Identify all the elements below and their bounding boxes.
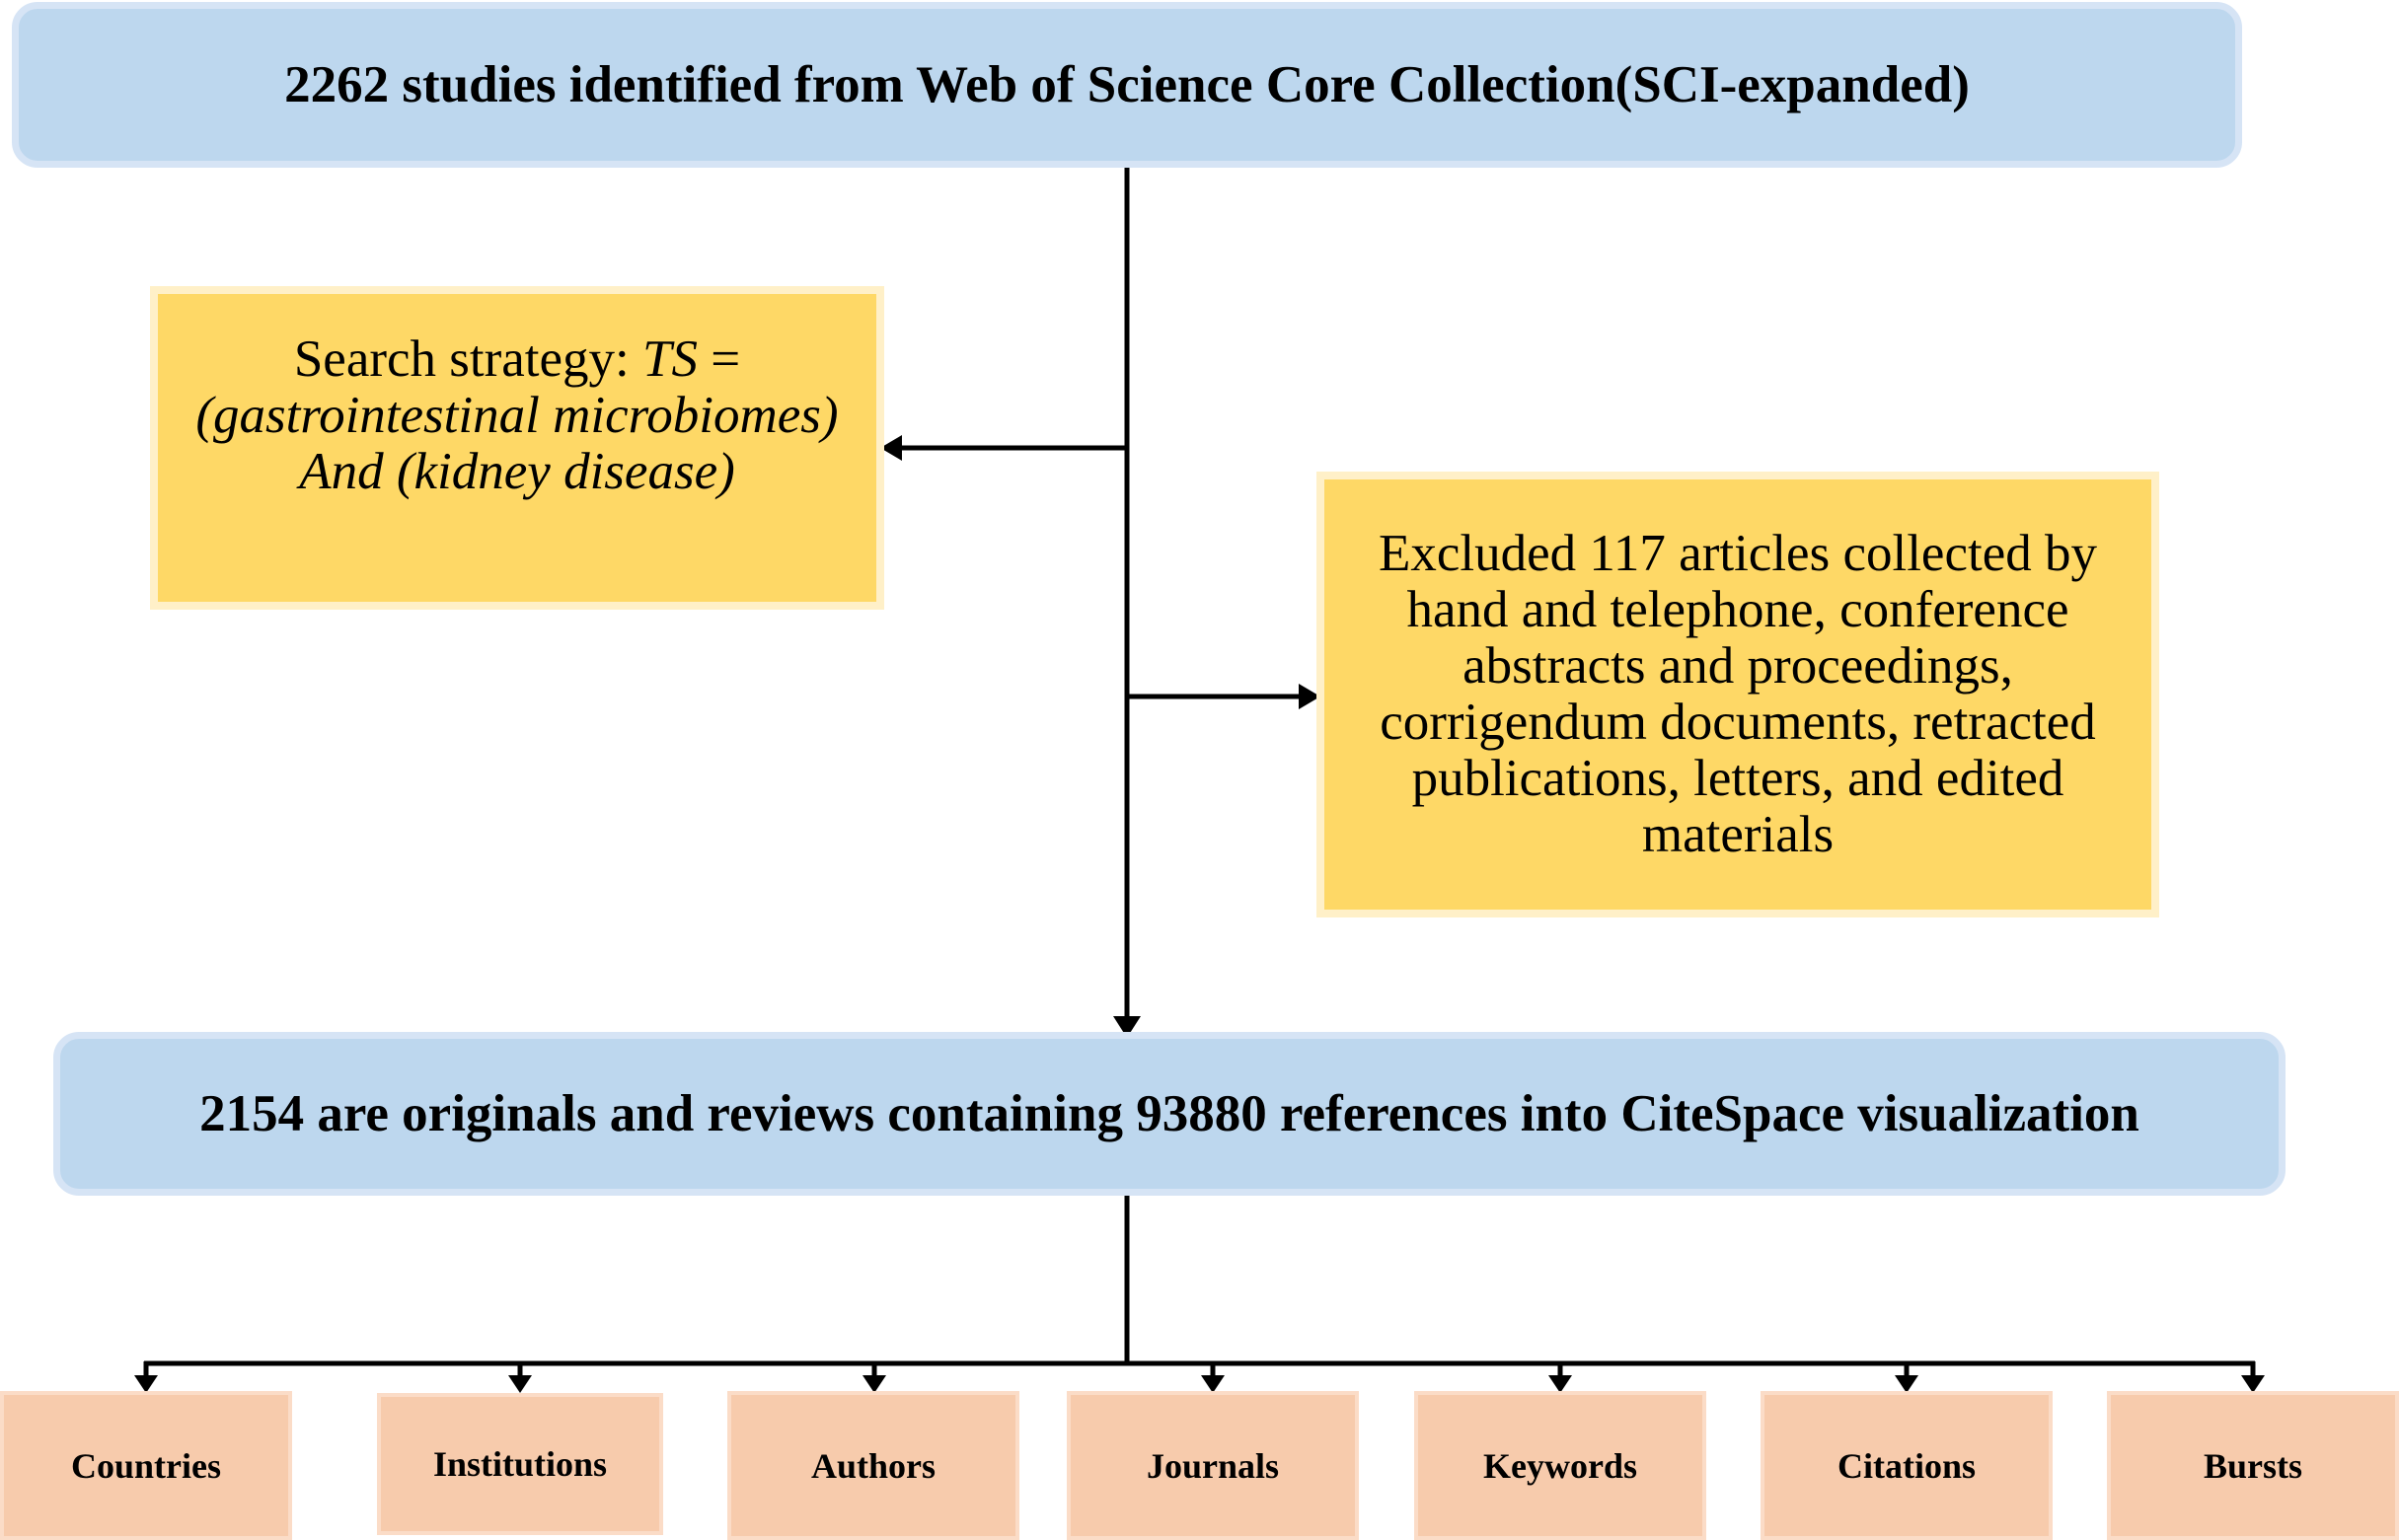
category-journals-label: Journals (1146, 1445, 1280, 1486)
arrow-citations (1895, 1375, 1918, 1393)
excluded-line-6: materials (1641, 806, 1835, 863)
search-strategy-prefix: Search strategy: (293, 330, 643, 388)
arrow-to-search-box (880, 435, 902, 461)
search-strategy-box: Search strategy: TS = (gastrointestinal … (150, 286, 884, 610)
search-strategy-line1: Search strategy: TS = (293, 330, 741, 388)
arrow-to-excluded-box (1299, 684, 1320, 709)
category-authors: Authors (727, 1391, 1019, 1540)
category-countries-label: Countries (71, 1445, 221, 1486)
search-strategy-line3: And (kidney disease) (299, 442, 735, 500)
category-citations-label: Citations (1837, 1445, 1976, 1486)
middle-box-text: 2154 are originals and reviews containin… (199, 1085, 2139, 1142)
search-strategy-line2: (gastrointestinal microbiomes) (195, 386, 839, 444)
arrow-journals (1201, 1375, 1225, 1393)
category-keywords: Keywords (1414, 1391, 1706, 1540)
category-bursts-label: Bursts (2203, 1445, 2303, 1486)
arrow-bursts (2241, 1375, 2265, 1393)
arrow-institutions (508, 1375, 532, 1393)
category-institutions-label: Institutions (432, 1444, 608, 1484)
excluded-line-5: publications, letters, and edited (1411, 750, 2064, 807)
excluded-articles-box: Excluded 117 articles collected by hand … (1316, 472, 2159, 917)
category-institutions: Institutions (377, 1393, 663, 1535)
arrow-to-middle-box (1113, 1016, 1141, 1038)
category-authors-label: Authors (810, 1445, 937, 1486)
excluded-line-2: hand and telephone, conference (1406, 581, 2069, 638)
category-journals: Journals (1067, 1391, 1359, 1540)
category-bursts: Bursts (2107, 1391, 2399, 1540)
category-keywords-label: Keywords (1483, 1445, 1637, 1486)
arrow-countries (134, 1375, 158, 1393)
search-strategy-eq: = (698, 330, 741, 388)
search-strategy-ts: TS (642, 330, 699, 388)
top-box-text: 2262 studies identified from Web of Scie… (284, 56, 1970, 113)
category-countries: Countries (0, 1391, 292, 1540)
excluded-line-1: Excluded 117 articles collected by (1379, 525, 2097, 582)
arrow-authors (862, 1375, 886, 1393)
excluded-line-3: abstracts and proceedings, (1462, 637, 2013, 695)
middle-box-originals-reviews: 2154 are originals and reviews containin… (53, 1032, 2286, 1196)
category-citations: Citations (1761, 1391, 2053, 1540)
arrow-keywords (1548, 1375, 1572, 1393)
excluded-line-4: corrigendum documents, retracted (1380, 694, 2096, 751)
category-drops (134, 1361, 2265, 1393)
top-box-studies-identified: 2262 studies identified from Web of Scie… (12, 2, 2242, 168)
